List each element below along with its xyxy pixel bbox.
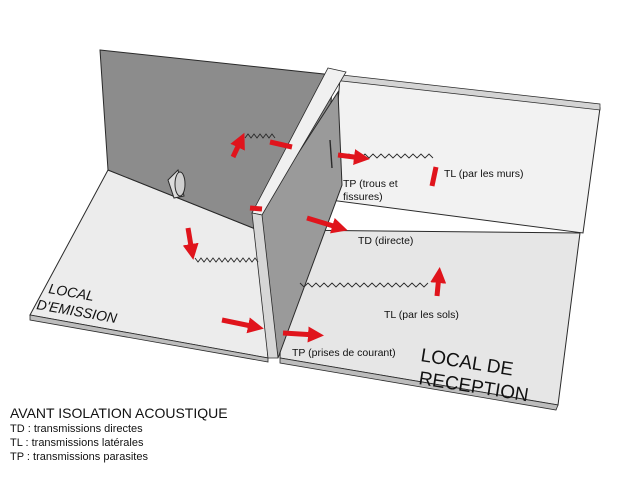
arrow-emission-wall xyxy=(269,139,293,150)
partition-front-edge xyxy=(251,212,279,359)
legend-title: AVANT ISOLATION ACOUSTIQUE xyxy=(10,405,228,421)
label-emission-room-1: LOCAL xyxy=(47,280,95,304)
arrow-emission-down xyxy=(182,227,199,260)
arrow-tp-sockets xyxy=(282,326,324,343)
path-floor-emission xyxy=(194,257,259,263)
label-tp-cracks-1: TP (trous et xyxy=(343,178,398,190)
emission-floor-edge xyxy=(29,314,269,363)
path-floor-reception xyxy=(299,282,429,288)
arrow-tl-walls-up xyxy=(429,166,439,187)
speaker-icon xyxy=(167,169,186,199)
label-tp-cracks-2: fissures) xyxy=(343,191,383,203)
label-tl-walls: TL (par les murs) xyxy=(444,168,524,180)
label-tl-floors: TL (par les sols) xyxy=(384,309,459,321)
legend-line-tp: TP : transmissions parasites xyxy=(10,451,148,463)
legend: AVANT ISOLATION ACOUSTIQUE TD : transmis… xyxy=(10,405,228,464)
arrow-emission-up xyxy=(230,132,245,159)
arrow-tp-crack xyxy=(337,149,370,165)
arrow-emission-low xyxy=(221,317,264,334)
label-tp-sockets: TP (prises de courant) xyxy=(292,347,396,359)
legend-line-td: TD : transmissions directes xyxy=(10,423,143,435)
label-td-direct: TD (directe) xyxy=(358,235,413,247)
path-upper-wall xyxy=(244,133,276,139)
reception-floor-edge xyxy=(279,357,559,411)
arrow-tl-floor-up xyxy=(430,267,447,297)
arrow-td-direct xyxy=(306,215,348,234)
legend-line-tl: TL : transmissions latérales xyxy=(10,437,144,449)
arrow-emission-mid xyxy=(249,205,263,212)
